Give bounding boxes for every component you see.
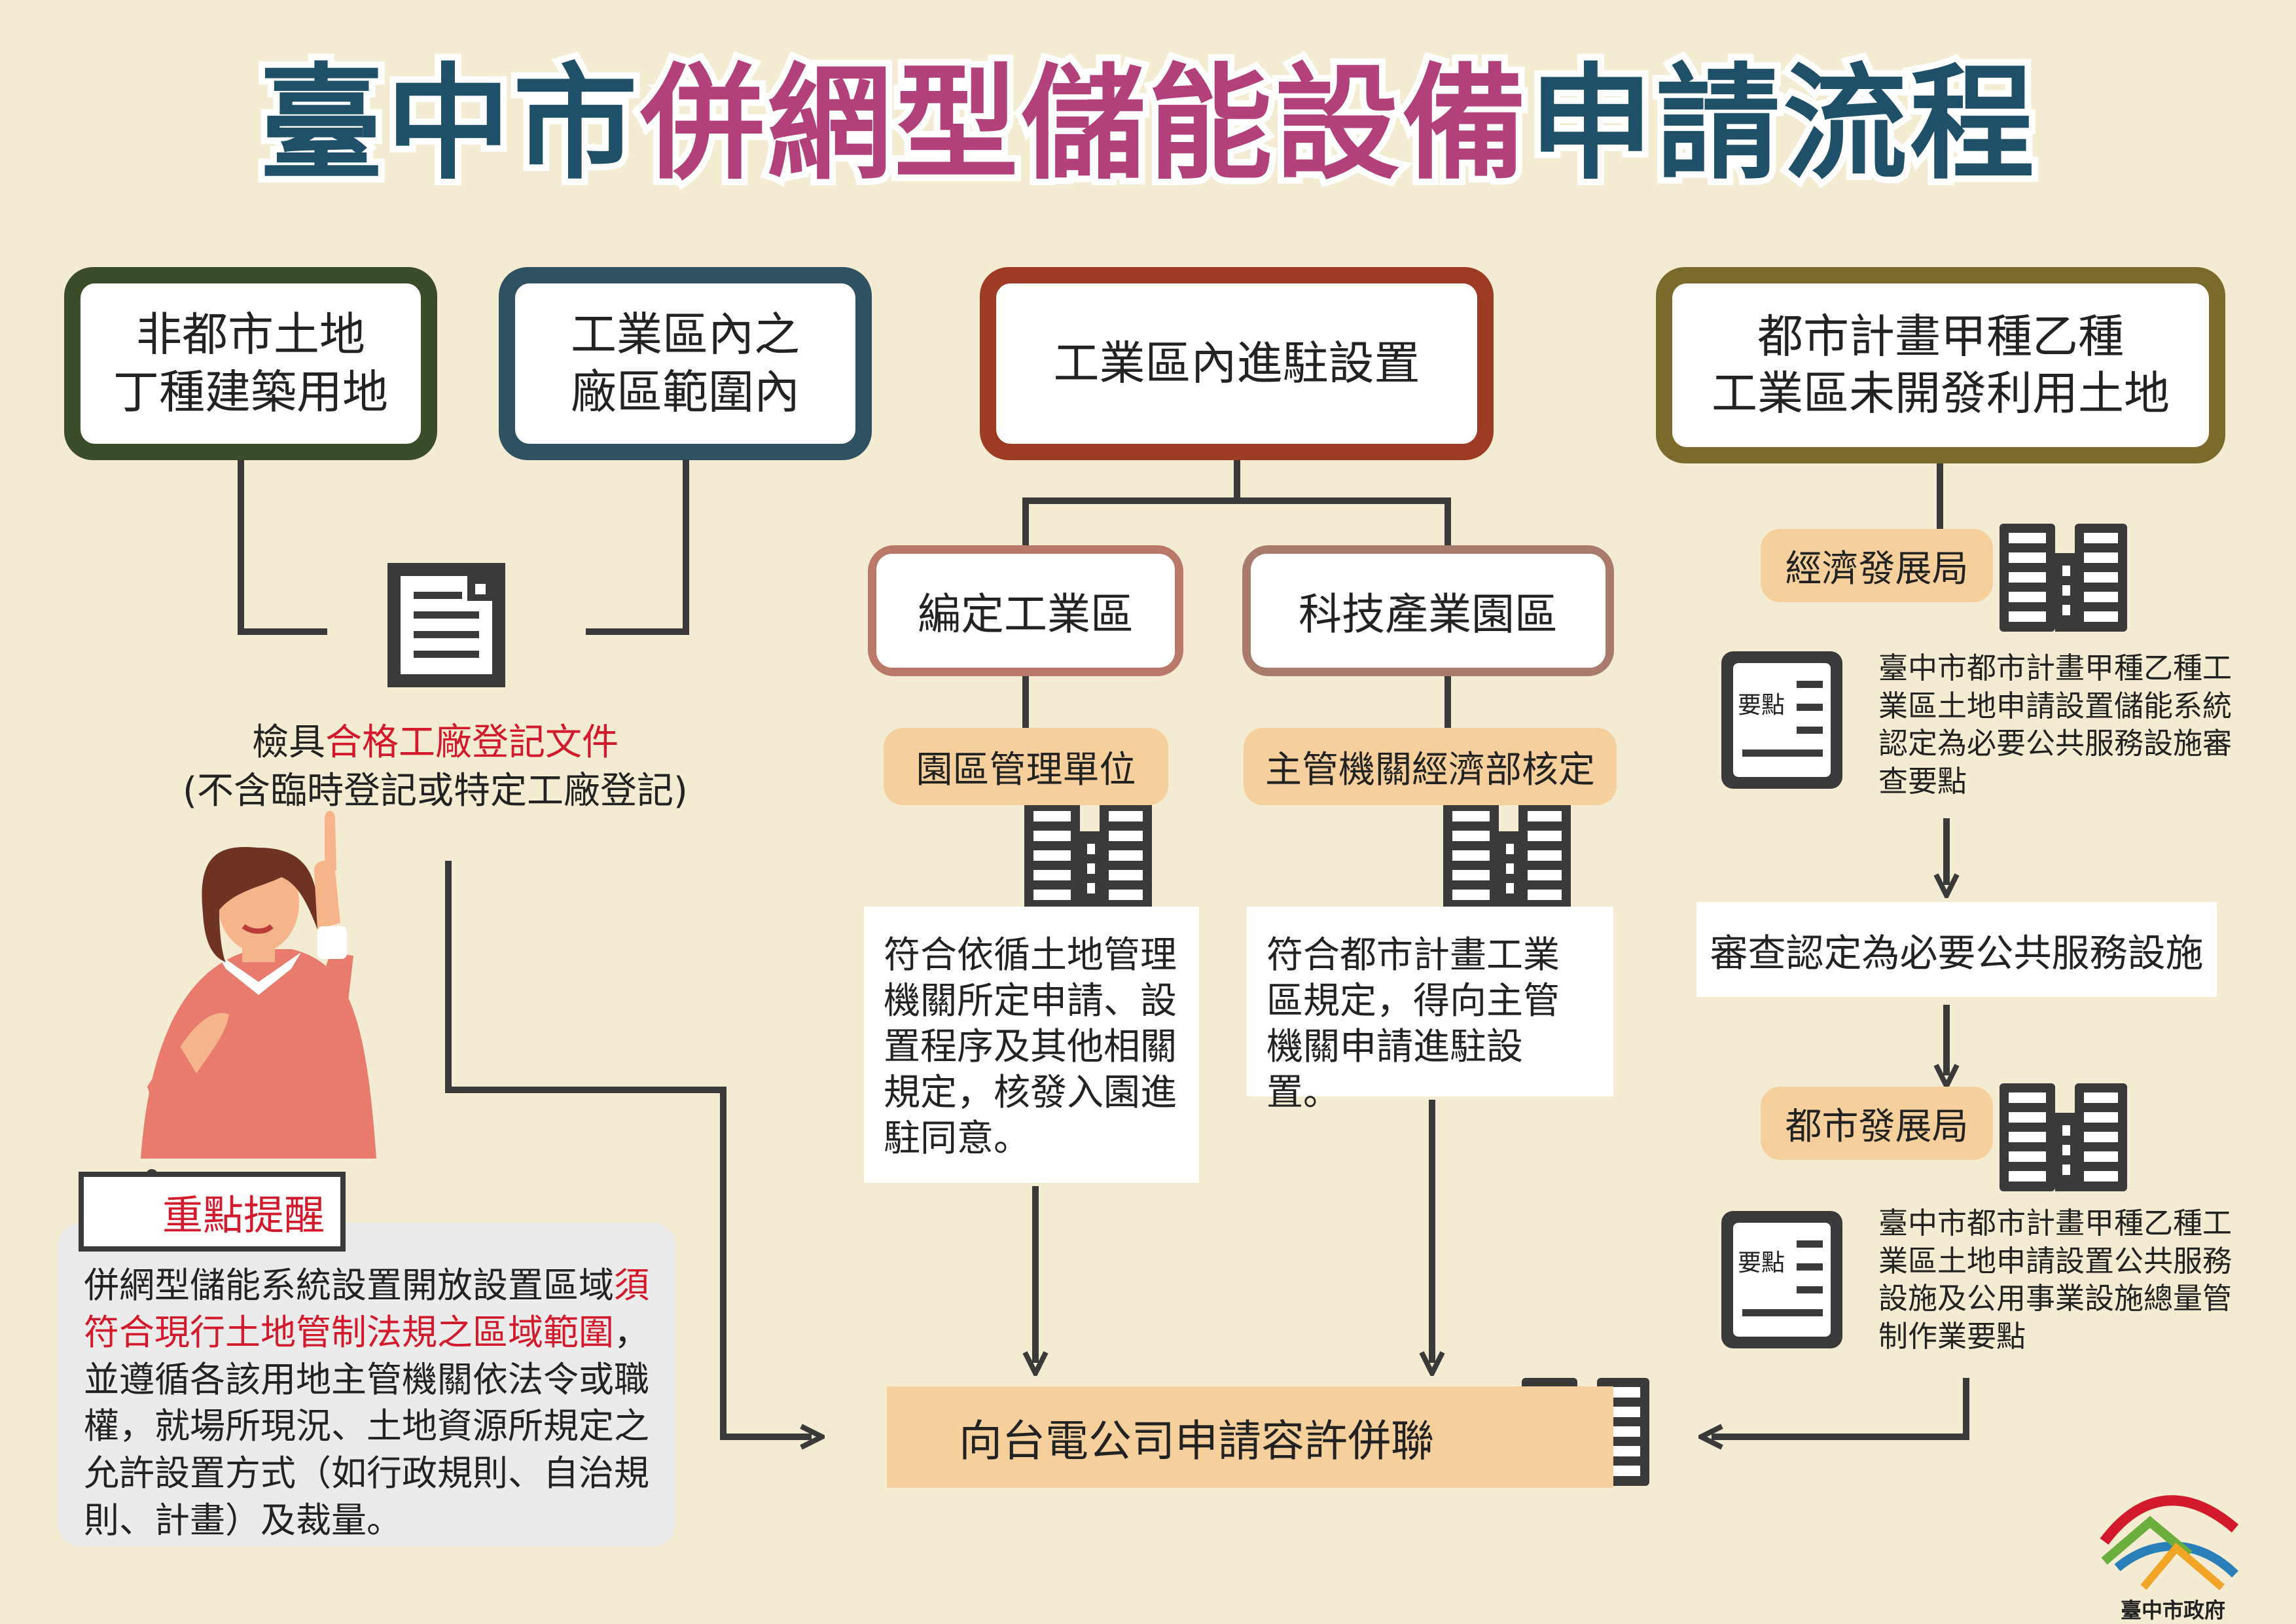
connector-non-urban: [238, 458, 327, 635]
note-science-park-requirements: 符合都市計畫工業區規定，得向主管機關申請進駐設置。: [1247, 907, 1613, 1114]
taichung-government-logo: [2100, 1495, 2239, 1591]
building-icon-park: [1024, 802, 1152, 910]
doc-label-note: (不含臨時登記或特定工廠登記): [183, 769, 688, 812]
document-icon: [387, 563, 505, 687]
agency-urban-development-bureau: 都市發展局: [1761, 1087, 1993, 1160]
guideline-doc-1: 臺中市都市計畫甲種乙種工業區土地申請設置儲能系統認定為必要公共服務設施審查要點: [1878, 651, 2233, 799]
building-icon-economic: [2000, 524, 2127, 632]
reminder-text-highlight: 須符合現行土地管制法規之區域範圍: [84, 1265, 649, 1353]
reminder-text-before: 併網型儲能系統設置開放設置區域: [84, 1265, 614, 1306]
category-non-urban-land: 非都市土地 丁種建築用地: [64, 267, 437, 460]
guideline-tag-2: 要點: [1738, 1250, 1785, 1276]
subcategory-science-park: 科技產業園區: [1242, 545, 1614, 676]
title-part-process: 申請流程: [1522, 52, 2041, 196]
reminder-text-after: ，並遵循各該用地主管機關依法令或職權，就場所現況、土地資源所規定之允許設置方式（…: [84, 1311, 649, 1542]
final-step-taipower-application: 向台電公司申請容許併聯: [887, 1386, 1613, 1488]
title-part-subject: 併網型儲能設備: [634, 52, 1533, 196]
guideline-tag-1: 要點: [1738, 692, 1785, 719]
agency-park-management: 園區管理單位: [884, 728, 1168, 805]
logo-text: 臺中市政府: [2120, 1598, 2225, 1623]
doc-label-prefix: 檢具: [252, 721, 325, 764]
title-part-city: 臺中市: [253, 52, 644, 196]
building-icon-moea: [1443, 802, 1571, 910]
key-reminder-tag: 重點提醒: [79, 1172, 346, 1252]
review-public-facility: 審查認定為必要公共服務設施: [1696, 902, 2217, 997]
category-urban-plan-line2: 工業區未開發利用土地: [1712, 367, 2170, 420]
key-reminder-panel: 併網型儲能系統設置開放設置區域須符合現行土地管制法規之區域範圍，並遵循各該用地主…: [58, 1223, 676, 1547]
connector-park-split: [1022, 458, 1451, 550]
agency-moea: 主管機關經濟部核定: [1244, 728, 1617, 805]
category-industrial-park-label: 工業區內進駐設置: [1053, 336, 1420, 390]
category-factory-zone-line2: 廠區範圍內: [571, 365, 800, 419]
guideline-document-icon-1: [1721, 651, 1842, 789]
category-non-urban-line1: 非都市土地: [136, 308, 365, 361]
category-factory-zone-line1: 工業區內之: [571, 308, 800, 361]
subcategory-designated-label: 編定工業區: [876, 554, 1175, 668]
category-factory-zone: 工業區內之 廠區範圍內: [499, 267, 872, 460]
page-title: 臺中市併網型儲能設備申請流程: [0, 56, 2296, 193]
connector-doc-to-final: [445, 861, 812, 1437]
subcategory-science-park-label: 科技產業園區: [1251, 554, 1605, 668]
connector-urban-final: [1712, 1378, 1969, 1437]
connector-factory-zone: [586, 458, 689, 635]
doc-label-highlight: 合格工廠登記文件: [325, 721, 619, 764]
category-urban-plan-line1: 都市計畫甲種乙種: [1757, 309, 2124, 363]
woman-pointing-illustration: [141, 810, 376, 1159]
subcategory-designated-industrial-zone: 編定工業區: [868, 545, 1183, 676]
building-icon-urban: [2000, 1083, 2127, 1191]
guideline-document-icon-2: [1721, 1211, 1842, 1348]
category-industrial-park: 工業區內進駐設置: [980, 267, 1494, 460]
agency-economic-development-bureau: 經濟發展局: [1761, 529, 1993, 602]
category-urban-plan: 都市計畫甲種乙種 工業區未開發利用土地: [1656, 267, 2225, 463]
factory-registration-requirement: 檢具合格工廠登記文件 (不含臨時登記或特定工廠登記): [141, 719, 730, 816]
category-non-urban-line2: 丁種建築用地: [113, 365, 388, 419]
guideline-doc-2: 臺中市都市計畫甲種乙種工業區土地申請設置公共服務設施及公用事業設施總量管制作業要…: [1878, 1206, 2233, 1354]
note-designated-requirements: 符合依循土地管理機關所定申請、設置程序及其他相關規定，核發入園進駐同意。: [864, 907, 1199, 1183]
